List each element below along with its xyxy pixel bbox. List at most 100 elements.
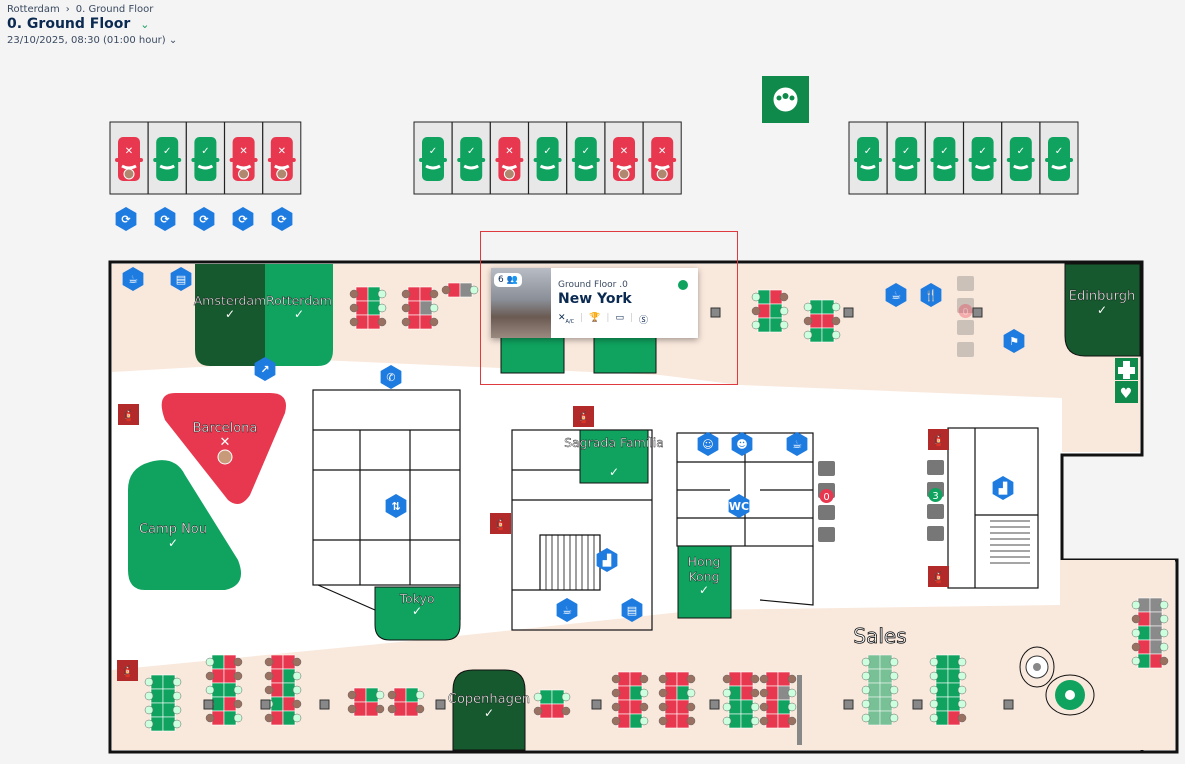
desk[interactable] — [264, 668, 284, 684]
desk[interactable] — [223, 654, 243, 670]
room-barcelona[interactable]: Barcelona ✕ — [161, 393, 286, 504]
desk[interactable] — [929, 682, 949, 698]
desk[interactable] — [349, 300, 369, 316]
desk[interactable] — [367, 300, 387, 316]
parking-spot[interactable]: ✕ — [642, 121, 682, 195]
desk[interactable] — [264, 654, 284, 670]
locker[interactable] — [818, 461, 835, 476]
breadcrumb-root[interactable]: Rotterdam — [7, 4, 60, 15]
desk[interactable] — [365, 701, 385, 717]
desk[interactable] — [533, 703, 553, 719]
desk[interactable] — [405, 687, 425, 703]
desk[interactable] — [629, 671, 649, 687]
desk[interactable] — [947, 710, 967, 726]
locker[interactable] — [927, 504, 944, 519]
desk[interactable] — [387, 687, 407, 703]
desk[interactable] — [740, 699, 760, 715]
desk[interactable] — [419, 314, 439, 330]
desk[interactable] — [879, 710, 899, 726]
locker[interactable] — [818, 527, 835, 542]
desk[interactable] — [929, 668, 949, 684]
parking-spot[interactable]: ✓ — [566, 121, 606, 195]
parking-spot[interactable]: ✕ — [224, 121, 264, 195]
desk[interactable] — [1149, 625, 1169, 641]
desk[interactable] — [205, 654, 225, 670]
desk[interactable] — [777, 713, 797, 729]
locker[interactable] — [957, 276, 974, 291]
desk[interactable] — [419, 286, 439, 302]
locker[interactable] — [957, 298, 974, 313]
parking-spot[interactable]: ✓ — [147, 121, 187, 195]
desk[interactable] — [1131, 653, 1151, 669]
desk[interactable] — [629, 685, 649, 701]
desk[interactable] — [1149, 597, 1169, 613]
desk[interactable] — [223, 682, 243, 698]
desk[interactable] — [441, 282, 461, 298]
desk[interactable] — [947, 654, 967, 670]
desk[interactable] — [722, 699, 742, 715]
desk[interactable] — [144, 716, 164, 732]
parking-spot[interactable]: ✓ — [924, 121, 964, 195]
desk[interactable] — [282, 654, 302, 670]
desk[interactable] — [223, 696, 243, 712]
desk[interactable] — [759, 699, 779, 715]
desk[interactable] — [769, 289, 789, 305]
desk[interactable] — [1149, 639, 1169, 655]
desk[interactable] — [282, 710, 302, 726]
desk[interactable] — [947, 696, 967, 712]
room-hong-kong[interactable]: Hong Kong ✓ — [677, 545, 732, 619]
desk[interactable] — [821, 299, 841, 315]
desk[interactable] — [611, 713, 631, 729]
desk[interactable] — [861, 710, 881, 726]
desk[interactable] — [347, 701, 367, 717]
desk[interactable] — [533, 689, 553, 705]
parking-spot[interactable]: ✓ — [413, 121, 453, 195]
desk[interactable] — [658, 671, 678, 687]
desk[interactable] — [401, 300, 421, 316]
desk[interactable] — [861, 696, 881, 712]
desk[interactable] — [861, 668, 881, 684]
desk[interactable] — [611, 671, 631, 687]
desk[interactable] — [162, 688, 182, 704]
desk[interactable] — [282, 682, 302, 698]
desk[interactable] — [551, 703, 571, 719]
reception-desk[interactable] — [1019, 646, 1095, 716]
room-popup[interactable]: 6 👥 Ground Floor .0 New York ✕A/C| 🏆| ▭|… — [491, 268, 698, 338]
desk[interactable] — [676, 671, 696, 687]
desk[interactable] — [1131, 611, 1151, 627]
desk[interactable] — [879, 682, 899, 698]
desk[interactable] — [879, 654, 899, 670]
desk[interactable] — [751, 317, 771, 333]
desk[interactable] — [821, 327, 841, 343]
datetime-selector[interactable]: 23/10/2025, 08:30 (01:00 hour) ⌄ — [7, 35, 177, 46]
desk[interactable] — [777, 671, 797, 687]
desk[interactable] — [629, 713, 649, 729]
desk[interactable] — [282, 668, 302, 684]
room-rotterdam[interactable]: Rotterdam ✓ — [265, 264, 333, 366]
desk[interactable] — [367, 314, 387, 330]
desk[interactable] — [861, 654, 881, 670]
desk[interactable] — [144, 674, 164, 690]
parking-spot[interactable]: ✓ — [528, 121, 568, 195]
desk[interactable] — [162, 674, 182, 690]
desk[interactable] — [740, 671, 760, 687]
desk[interactable] — [1149, 653, 1169, 669]
room-sagrada-familia[interactable]: Sagrada Família ✓ — [564, 429, 664, 484]
desk[interactable] — [658, 713, 678, 729]
desk[interactable] — [405, 701, 425, 717]
desk[interactable] — [205, 668, 225, 684]
desk[interactable] — [929, 710, 949, 726]
parking-spot[interactable]: ✓ — [848, 121, 888, 195]
desk[interactable] — [349, 314, 369, 330]
room-camp-nou[interactable]: Camp Nou ✓ — [128, 460, 242, 590]
desk[interactable] — [879, 668, 899, 684]
parking-spot[interactable]: ✕ — [109, 121, 149, 195]
desk[interactable] — [740, 685, 760, 701]
chevron-down-icon[interactable]: ⌄ — [168, 35, 178, 46]
desk[interactable] — [264, 682, 284, 698]
desk[interactable] — [722, 685, 742, 701]
desk[interactable] — [676, 713, 696, 729]
desk[interactable] — [759, 713, 779, 729]
room-new-york[interactable] — [500, 334, 657, 374]
